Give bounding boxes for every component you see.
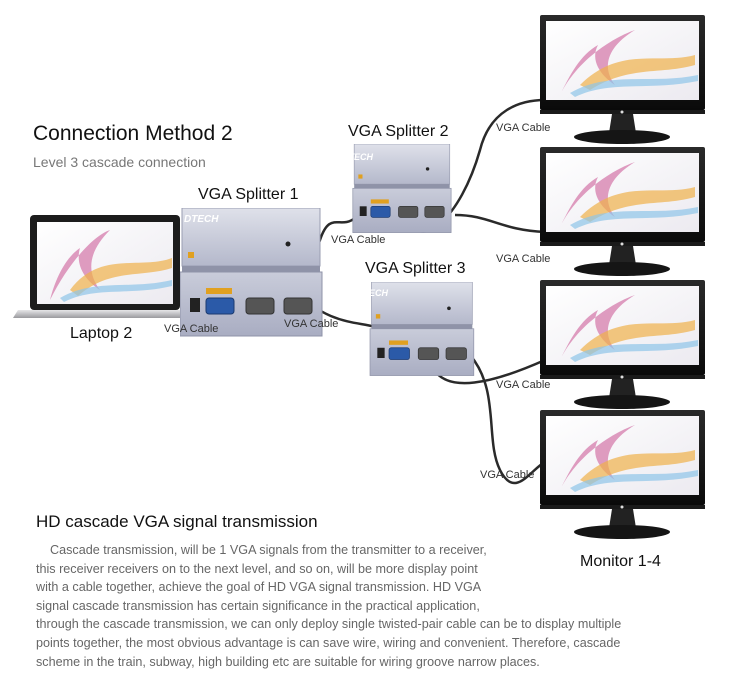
monitors-label: Monitor 1-4 — [580, 553, 661, 570]
monitor-1 — [540, 15, 705, 144]
article-line: points together, the most obvious advant… — [36, 635, 621, 650]
monitor-3 — [540, 280, 705, 409]
splitter1-label: VGA Splitter 1 — [198, 186, 299, 203]
diagram-subtitle: Level 3 cascade connection — [33, 154, 206, 170]
article-body: Cascade transmission, will be 1 VGA sign… — [36, 541, 726, 671]
cable-splitter3-to-monitor4 — [469, 354, 546, 485]
article-line: with a cable together, achieve the goal … — [36, 580, 482, 595]
vga-splitter-1 — [180, 208, 323, 337]
brand-label-splitter2: DTECH — [342, 152, 373, 162]
monitor-4 — [540, 410, 705, 539]
cable-label-monitor3: VGA Cable — [496, 379, 551, 391]
article-line: scheme in the train, subway, high buildi… — [36, 654, 540, 669]
diagram-title: Connection Method 2 — [33, 122, 233, 145]
article-line: through the cascade transmission, we can… — [36, 617, 622, 632]
cable-label-splitter1-out: VGA Cable — [284, 318, 339, 330]
article-line: this receiver receivers on to the next l… — [36, 561, 478, 576]
cable-label-monitor4: VGA Cable — [480, 469, 535, 481]
cable-label-monitor1: VGA Cable — [496, 122, 551, 134]
splitter3-label: VGA Splitter 3 — [365, 260, 466, 277]
cable-splitter2-to-monitor2 — [454, 213, 546, 234]
splitter2-label: VGA Splitter 2 — [348, 123, 449, 140]
monitor-2 — [540, 147, 705, 276]
cable-label-splitter2-in: VGA Cable — [331, 234, 386, 246]
laptop-label: Laptop 2 — [70, 325, 133, 342]
cable-label-laptop: VGA Cable — [164, 323, 219, 335]
article-heading: HD cascade VGA signal transmission — [36, 512, 318, 531]
laptop — [13, 215, 200, 318]
brand-label-splitter1: DTECH — [184, 214, 219, 225]
brand-label-splitter3: DTECH — [357, 288, 388, 298]
article-line: signal cascade transmission has certain … — [36, 598, 480, 613]
article-line: Cascade transmission, will be 1 VGA sign… — [50, 543, 487, 557]
cable-label-monitor2: VGA Cable — [496, 253, 551, 265]
